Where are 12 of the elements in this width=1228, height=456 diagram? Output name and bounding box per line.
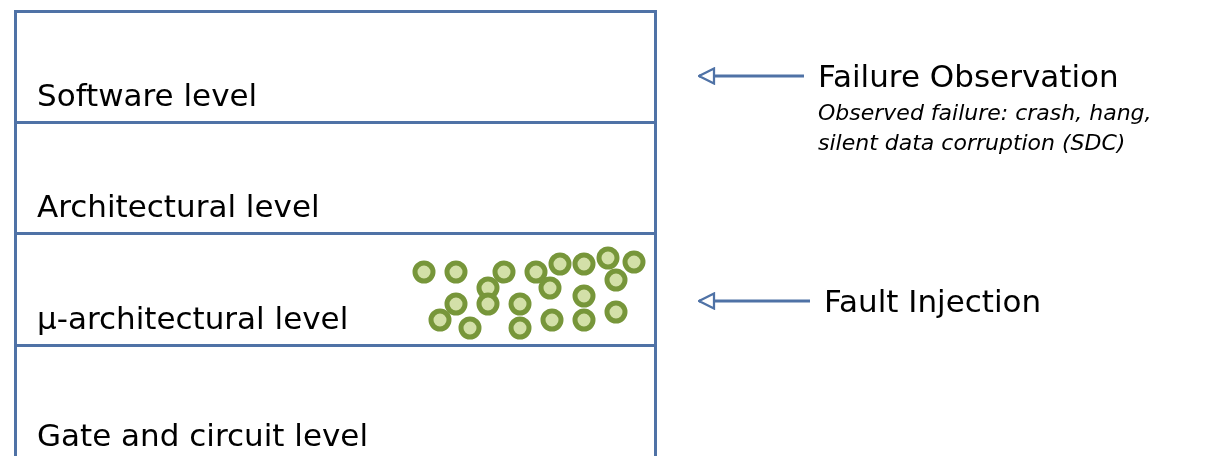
annotation-heading: Failure Observation — [818, 58, 1120, 94]
layer-label: Software level — [37, 77, 258, 113]
arrow — [697, 292, 810, 310]
layer-label: Gate and circuit level — [37, 417, 369, 453]
layer-label: Architectural level — [37, 188, 320, 224]
arrow — [697, 67, 804, 85]
layer-band — [14, 10, 657, 124]
layer-band — [14, 344, 657, 456]
layer-label: μ-architectural level — [37, 300, 349, 336]
layer-band — [14, 121, 657, 235]
annotation-text: Observed failure: crash, hang, silent data corruption (SDC) — [818, 99, 1153, 157]
annotation-heading: Fault Injection — [824, 283, 1042, 319]
